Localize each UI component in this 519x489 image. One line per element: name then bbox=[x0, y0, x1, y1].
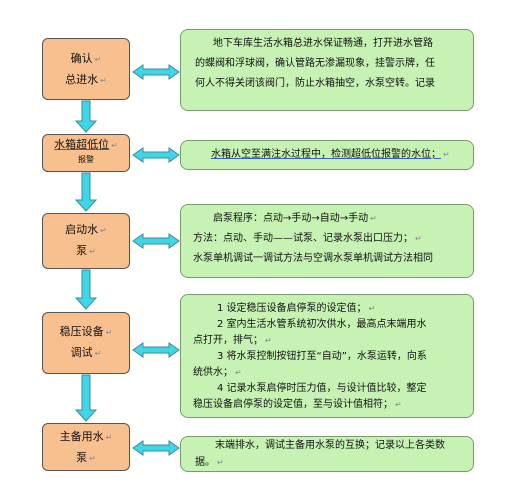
note-line: 据。 bbox=[195, 457, 215, 468]
step-box-low-level-alarm: 水箱超低位↵ 报警 bbox=[42, 134, 130, 172]
note-line: 的蝶阀和浮球阀，确认管路无渗漏现象，挂警示牌，任 bbox=[195, 58, 435, 69]
step-label-line1: 主备用水 bbox=[59, 430, 104, 443]
down-arrow-2 bbox=[74, 172, 98, 212]
step-box-start-pump: 启动水↵ 泵↵ bbox=[42, 213, 130, 269]
down-arrow-1 bbox=[74, 100, 98, 133]
down-arrow-3 bbox=[74, 269, 98, 310]
note-line: 方法：点动、手动——试泵、记录水泵出口压力； bbox=[193, 233, 413, 244]
note-line: 水箱从空至满注水过程中，检测超低位报警的水位； bbox=[211, 149, 441, 160]
step-label-line1: 稳压设备 bbox=[59, 325, 104, 338]
step-label-line2: 泵 bbox=[76, 451, 88, 464]
note-line: 启泵程序：点动→手动→自动→手动 bbox=[213, 213, 369, 224]
note-box-standby-pump: 末端排水，调试主备用水泵的互换；记录以上各类数 据。↵ bbox=[180, 436, 474, 472]
step-box-standby-pump: 主备用水↵ 泵↵ bbox=[42, 423, 130, 471]
note-line: 4 记录水泵启停时压力值，与设计值比较，整定 bbox=[217, 383, 427, 394]
note-line: 3 将水泵控制按钮打至“自动”，水泵运转，向系 bbox=[217, 351, 427, 362]
note-line: 地下车库生活水箱总进水保证畅通，打开进水管路 bbox=[213, 38, 433, 49]
note-line: 稳压设备启停泵的设定值，至与设计值相符； bbox=[193, 399, 393, 410]
step-label-line1: 启动水 bbox=[65, 223, 99, 236]
note-box-low-level-alarm: 水箱从空至满注水过程中，检测超低位报警的水位；↵ bbox=[180, 140, 474, 170]
down-arrow-4 bbox=[74, 374, 98, 422]
link-arrow-3 bbox=[132, 233, 180, 249]
step-box-pressure-equipment: 稳压设备↵ 调试↵ bbox=[42, 312, 130, 374]
note-line: 统供水； bbox=[193, 367, 233, 378]
step-label-line2: 泵 bbox=[76, 244, 88, 257]
step-label-line1: 确认 bbox=[70, 52, 93, 65]
note-line: 末端排水，调试主备用水泵的互换；记录以上各类数 bbox=[215, 440, 445, 451]
step-label-line2: 总进水 bbox=[65, 73, 99, 86]
link-arrow-5 bbox=[132, 440, 180, 456]
note-line: 1 设定稳压设备启停泵的设定值； bbox=[217, 303, 367, 314]
step-label-line1: 水箱超低位 bbox=[54, 138, 110, 151]
link-arrow-2 bbox=[132, 147, 180, 163]
note-box-confirm-inlet: 地下车库生活水箱总进水保证畅通，打开进水管路 的蝶阀和浮球阀，确认管路无渗漏现象… bbox=[180, 29, 474, 111]
link-arrow-1 bbox=[132, 64, 180, 80]
step-box-confirm-inlet: 确认↵ 总进水↵ bbox=[42, 38, 130, 100]
note-box-pressure-equipment: 1 设定稳压设备启停泵的设定值；↵ 2 室内生活水管系统初次供水，最高点末端用水… bbox=[180, 294, 474, 418]
step-label-line2: 调试 bbox=[70, 346, 93, 359]
note-line: 何人不得关闭该阀门，防止水箱抽空，水泵空转。记录 bbox=[195, 78, 435, 89]
note-line: 水泵单机调试一调试方法与空调水泵单机调试方法相同 bbox=[193, 253, 433, 264]
note-line: 点打开，排气； bbox=[193, 335, 263, 346]
step-label-line2: 报警 bbox=[78, 155, 94, 164]
link-arrow-4 bbox=[132, 342, 180, 358]
note-box-start-pump: 启泵程序：点动→手动→自动→手动↵ 方法：点动、手动——试泵、记录水泵出口压力；… bbox=[180, 204, 474, 278]
note-line: 2 室内生活水管系统初次供水，最高点末端用水 bbox=[217, 319, 427, 330]
